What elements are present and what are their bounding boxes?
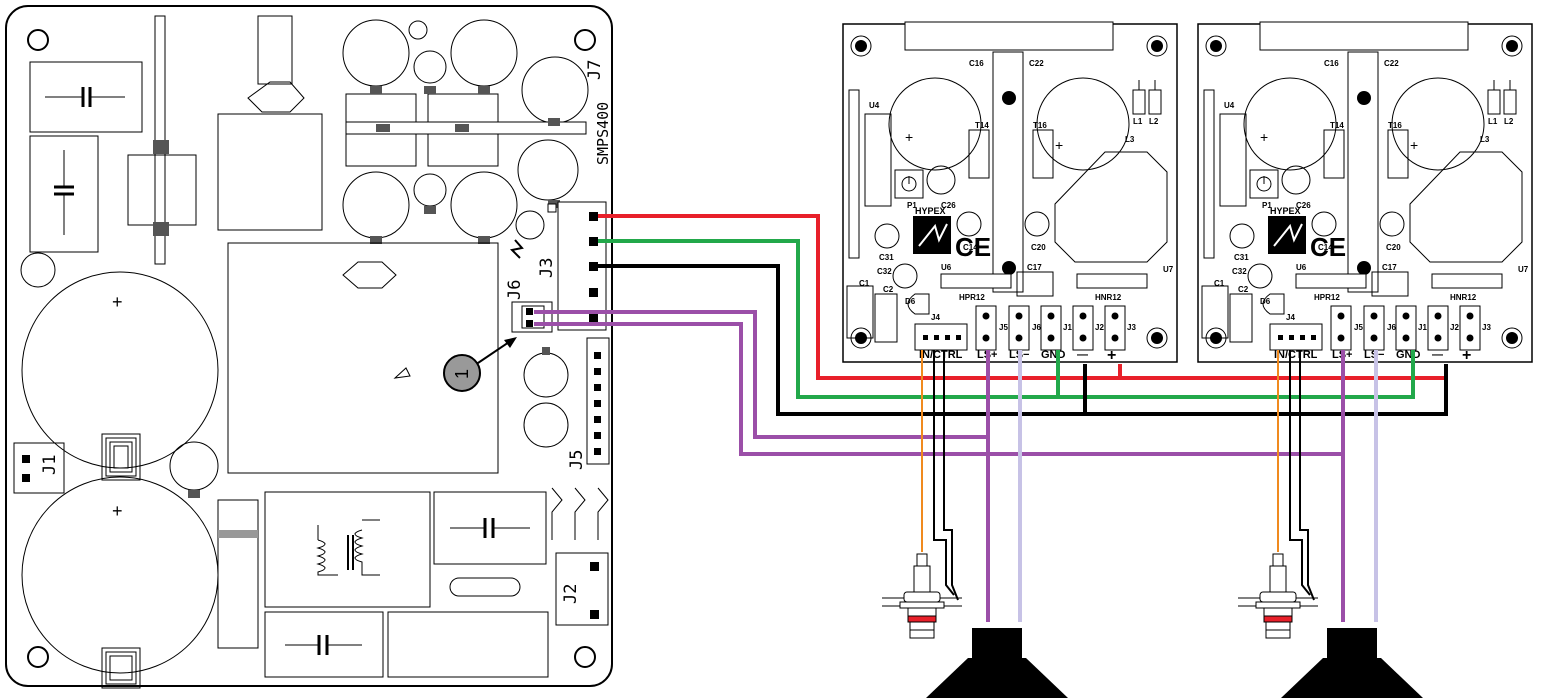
amp1-label-c2: C2 <box>883 285 894 294</box>
wire-negative <box>598 264 1448 416</box>
amp1-label-c26: C26 <box>941 201 956 210</box>
amp1-label-j5: J5 <box>999 323 1008 332</box>
amp2-label-p1: P1 <box>1262 201 1272 210</box>
amp1-ce-mark: CE <box>955 232 991 262</box>
amp2-label-c20: C20 <box>1386 243 1401 252</box>
amp2-label-l1: L1 <box>1488 117 1498 126</box>
amp2-label-c26: C26 <box>1296 201 1311 210</box>
amp1-label-c1: C1 <box>859 279 870 288</box>
rca-jack-2 <box>1237 553 1319 639</box>
amp1-label-c32: C32 <box>877 267 892 276</box>
amp2-label-in-ctrl: IN/CTRL <box>1274 349 1318 361</box>
amp2-label-j4: J4 <box>1286 313 1295 322</box>
amp1-label-j3: J3 <box>1127 323 1136 332</box>
amp2-label-m1: M1 <box>1358 93 1370 102</box>
svg-text:+: + <box>112 292 123 312</box>
amp2-label-j2: J2 <box>1450 323 1459 332</box>
amp2-label-j5: J5 <box>1354 323 1363 332</box>
amp2-ce-mark: CE <box>1310 232 1346 262</box>
amp-board-2: C16 C22 M1 U4 L1 L2 T14 T16 L3 P1 C26 C3… <box>1197 21 1533 364</box>
amp2-brand-logo-text: HYPEX <box>1270 206 1301 216</box>
amp2-label-l2: L2 <box>1504 117 1514 126</box>
amp2-label-c31: C31 <box>1234 253 1249 262</box>
amp2-label-u6: U6 <box>1296 263 1307 272</box>
amp1-ctrl-wire-b <box>943 350 959 601</box>
rca-jack-1 <box>881 553 963 639</box>
amp2-label-c2: C2 <box>1238 285 1249 294</box>
amp1-label-in-ctrl: IN/CTRL <box>919 349 963 361</box>
amp1-label-c20: C20 <box>1031 243 1046 252</box>
svg-text:+: + <box>112 501 123 521</box>
amp2-label-c1: C1 <box>1214 279 1225 288</box>
amp2-label-l3: L3 <box>1480 135 1490 144</box>
amp1-label-u7: U7 <box>1163 265 1174 274</box>
psu-j6-label: J6 <box>505 280 525 300</box>
amp1-label-c31: C31 <box>879 253 894 262</box>
amp1-label-j4: J4 <box>931 313 940 322</box>
amp2-label-j1: J1 <box>1418 323 1427 332</box>
psu-j5-label: J5 <box>567 450 587 470</box>
amp1-label-c14: C14 <box>963 243 978 252</box>
amp1-label-u4: U4 <box>869 101 880 110</box>
amp1-label-m1: M1 <box>1003 93 1015 102</box>
amp1-label-t16: T16 <box>1033 121 1047 130</box>
amp1-label-c22: C22 <box>1029 59 1044 68</box>
callout-number: 1 <box>452 369 472 379</box>
speaker-1 <box>926 628 1068 698</box>
amp2-label-u4: U4 <box>1224 101 1235 110</box>
amp1-label-gnd: GND <box>1041 349 1066 361</box>
amp1-label-l3: L3 <box>1125 135 1135 144</box>
amp1-label-u6: U6 <box>941 263 952 272</box>
amp2-label-u7: U7 <box>1518 265 1529 274</box>
amp2-label-plus: + <box>1462 347 1471 364</box>
amp2-label-d6: D6 <box>1260 297 1271 306</box>
amp1-label-p1: P1 <box>907 201 917 210</box>
psu-j1-label: J1 <box>40 455 60 475</box>
wire-control-1 <box>534 310 988 439</box>
amp2-label-gnd: GND <box>1396 349 1421 361</box>
amp1-label-j1: J1 <box>1063 323 1072 332</box>
amp1-label-j2: J2 <box>1095 323 1104 332</box>
amp1-ctrl-wire-a <box>933 350 955 596</box>
amp1-label-plus: + <box>1107 347 1116 364</box>
amp1-label-j6: J6 <box>1032 323 1041 332</box>
amp1-brand-logo-text: HYPEX <box>915 206 946 216</box>
amp2-label-minus: — <box>1432 349 1443 361</box>
amp2-ctrl-wire-a <box>1289 350 1311 596</box>
psu-j2-label: J2 <box>561 584 581 604</box>
amp-board-1: C16 C22 M1 U4 L1 L2 T14 T16 L3 P1 C26 C3… <box>842 21 1178 364</box>
psu-j7-label: J7 <box>585 60 605 80</box>
amp2-label-c32: C32 <box>1232 267 1247 276</box>
psu-model-label: SMPS400 <box>594 102 612 165</box>
amp2-label-j3: J3 <box>1482 323 1491 332</box>
amp2-label-hnr12: HNR12 <box>1450 293 1477 302</box>
amp2-label-c16: C16 <box>1324 59 1339 68</box>
amp1-label-minus: — <box>1077 349 1088 361</box>
wire-control-2 <box>534 322 1343 456</box>
amp2-label-c17: C17 <box>1382 263 1397 272</box>
amp2-label-j6: J6 <box>1387 323 1396 332</box>
amp1-label-d6: D6 <box>905 297 916 306</box>
amp1-label-c17: C17 <box>1027 263 1042 272</box>
amp2-label-c22: C22 <box>1384 59 1399 68</box>
amp2-label-t14: T14 <box>1330 121 1344 130</box>
amp1-label-hpr12: HPR12 <box>959 293 985 302</box>
output-wiring <box>921 350 1378 622</box>
psu-board: + + <box>5 5 613 689</box>
amp1-label-t14: T14 <box>975 121 989 130</box>
wire-ground <box>598 239 1415 399</box>
amp2-label-hpr12: HPR12 <box>1314 293 1340 302</box>
amp2-label-t16: T16 <box>1388 121 1402 130</box>
amp1-label-c16: C16 <box>969 59 984 68</box>
psu-j3-label: J3 <box>537 258 557 278</box>
amp1-label-l1: L1 <box>1133 117 1143 126</box>
amp2-label-c14: C14 <box>1318 243 1333 252</box>
amp1-label-l2: L2 <box>1149 117 1159 126</box>
wiring <box>534 214 1448 456</box>
speaker-2 <box>1281 628 1423 698</box>
amp2-ctrl-wire-b <box>1299 350 1315 601</box>
amp1-label-hnr12: HNR12 <box>1095 293 1122 302</box>
